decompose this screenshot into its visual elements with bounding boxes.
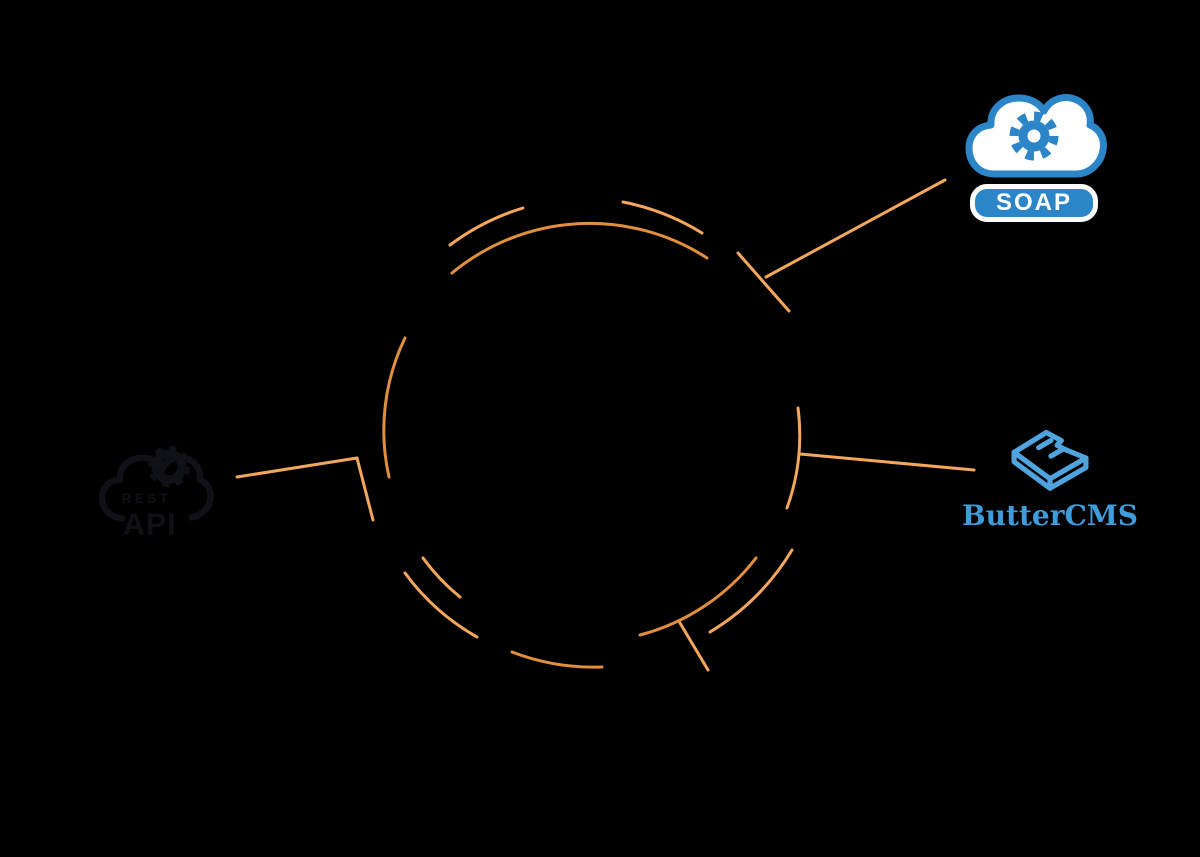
gear-body	[151, 449, 186, 485]
ring-arc-bottom-left	[403, 571, 479, 639]
ring-arc-bottom-right	[638, 556, 758, 637]
buttercms-connector-line	[798, 452, 976, 472]
soap-connector-line	[764, 178, 947, 279]
buttercms-node: ButterCMS	[958, 424, 1142, 530]
ring-arc-bottom	[510, 650, 604, 669]
ring-arc-right	[785, 406, 802, 510]
buttercms-icon	[1011, 429, 1089, 491]
ring-arc-top	[450, 221, 709, 275]
ring-arc-left	[382, 336, 407, 479]
butter-dash-2	[1048, 446, 1066, 459]
rest-branch-tick	[355, 456, 375, 522]
soap-node: SOAP	[963, 84, 1107, 222]
rest-api-node: REST API	[95, 445, 214, 556]
ring-arc-outer-top-right	[621, 200, 704, 235]
buttercms-label: ButterCMS	[962, 499, 1138, 532]
ring-arc-outer-top-left	[448, 206, 525, 247]
soap-gear-icon	[1009, 111, 1059, 161]
ring-arc-outer-bottom-right	[708, 548, 794, 634]
ring-arc-inner-bottom-left	[421, 556, 462, 599]
butter-dash-1	[1036, 437, 1054, 451]
api-label: API	[122, 507, 176, 541]
rest-cloud-gear-icon: REST API	[98, 445, 214, 541]
soap-label: SOAP	[995, 189, 1072, 216]
gear-teeth	[1009, 111, 1059, 161]
soap-branch-tick	[736, 251, 791, 313]
soap-cloud-gear-icon	[965, 94, 1107, 178]
soap-badge: SOAP	[970, 184, 1098, 222]
rest-connector-line	[235, 456, 359, 479]
bottom-connector-line	[678, 621, 710, 672]
rest-label: REST	[121, 491, 171, 506]
gear-hole	[1027, 129, 1041, 143]
rest-cloud-shape	[98, 454, 214, 522]
rest-gear-icon	[147, 445, 190, 488]
